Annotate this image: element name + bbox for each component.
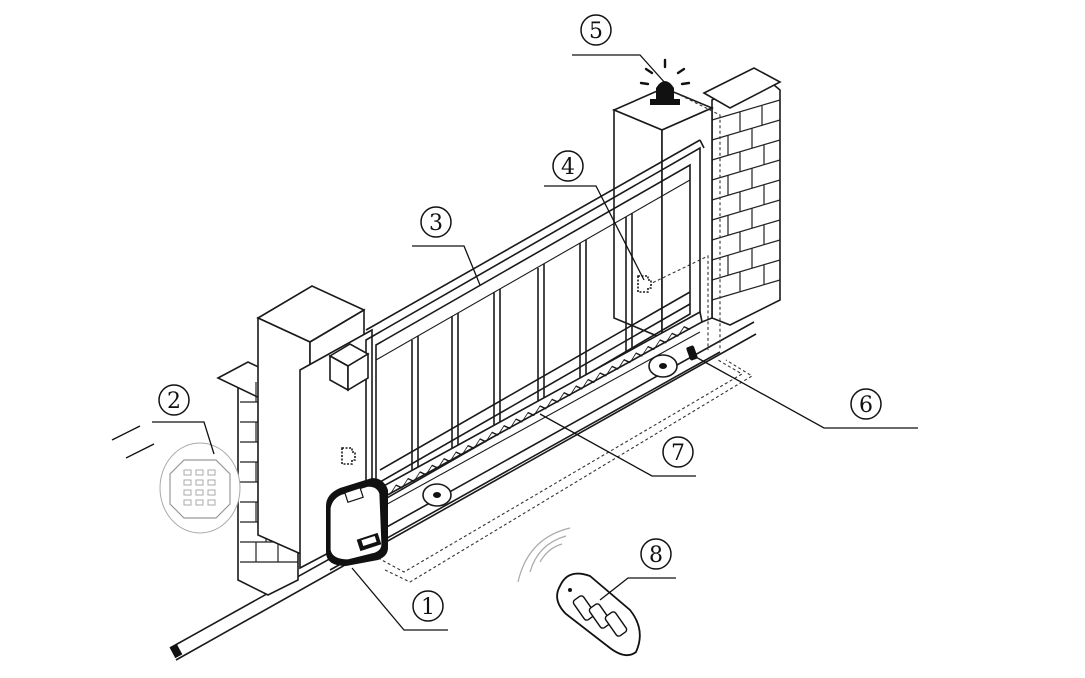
guide-bracket (328, 343, 370, 392)
callout-leaders (152, 54, 918, 631)
gear-rack (379, 310, 703, 509)
warning-lamp-icon (639, 58, 691, 105)
callout-label-1: 1 (412, 590, 444, 622)
callout-label-6: 6 (850, 388, 882, 420)
photocell-icon (341, 275, 652, 465)
callout-number: 2 (167, 389, 181, 414)
callout-number: 1 (421, 595, 435, 620)
callout-number: 3 (429, 211, 443, 236)
callout-number: 6 (859, 393, 873, 418)
gate-operator-icon (326, 478, 388, 566)
right-brick-wall (702, 67, 782, 326)
wiring-dashed (331, 94, 754, 583)
callout-label-5: 5 (580, 14, 612, 46)
callout-number: 4 (561, 155, 575, 180)
keypad-icon (111, 425, 241, 534)
callout-number: 5 (589, 19, 603, 44)
callout-label-8: 8 (640, 538, 672, 570)
remote-control-icon (517, 527, 641, 657)
right-pillar (611, 87, 715, 340)
callout-number: 8 (649, 543, 663, 568)
callout-label-2: 2 (158, 384, 190, 416)
callout-number: 7 (671, 441, 685, 466)
gate-wheels (422, 354, 678, 507)
callout-label-3: 3 (420, 206, 452, 238)
callout-label-4: 4 (552, 150, 584, 182)
callout-label-7: 7 (662, 436, 694, 468)
